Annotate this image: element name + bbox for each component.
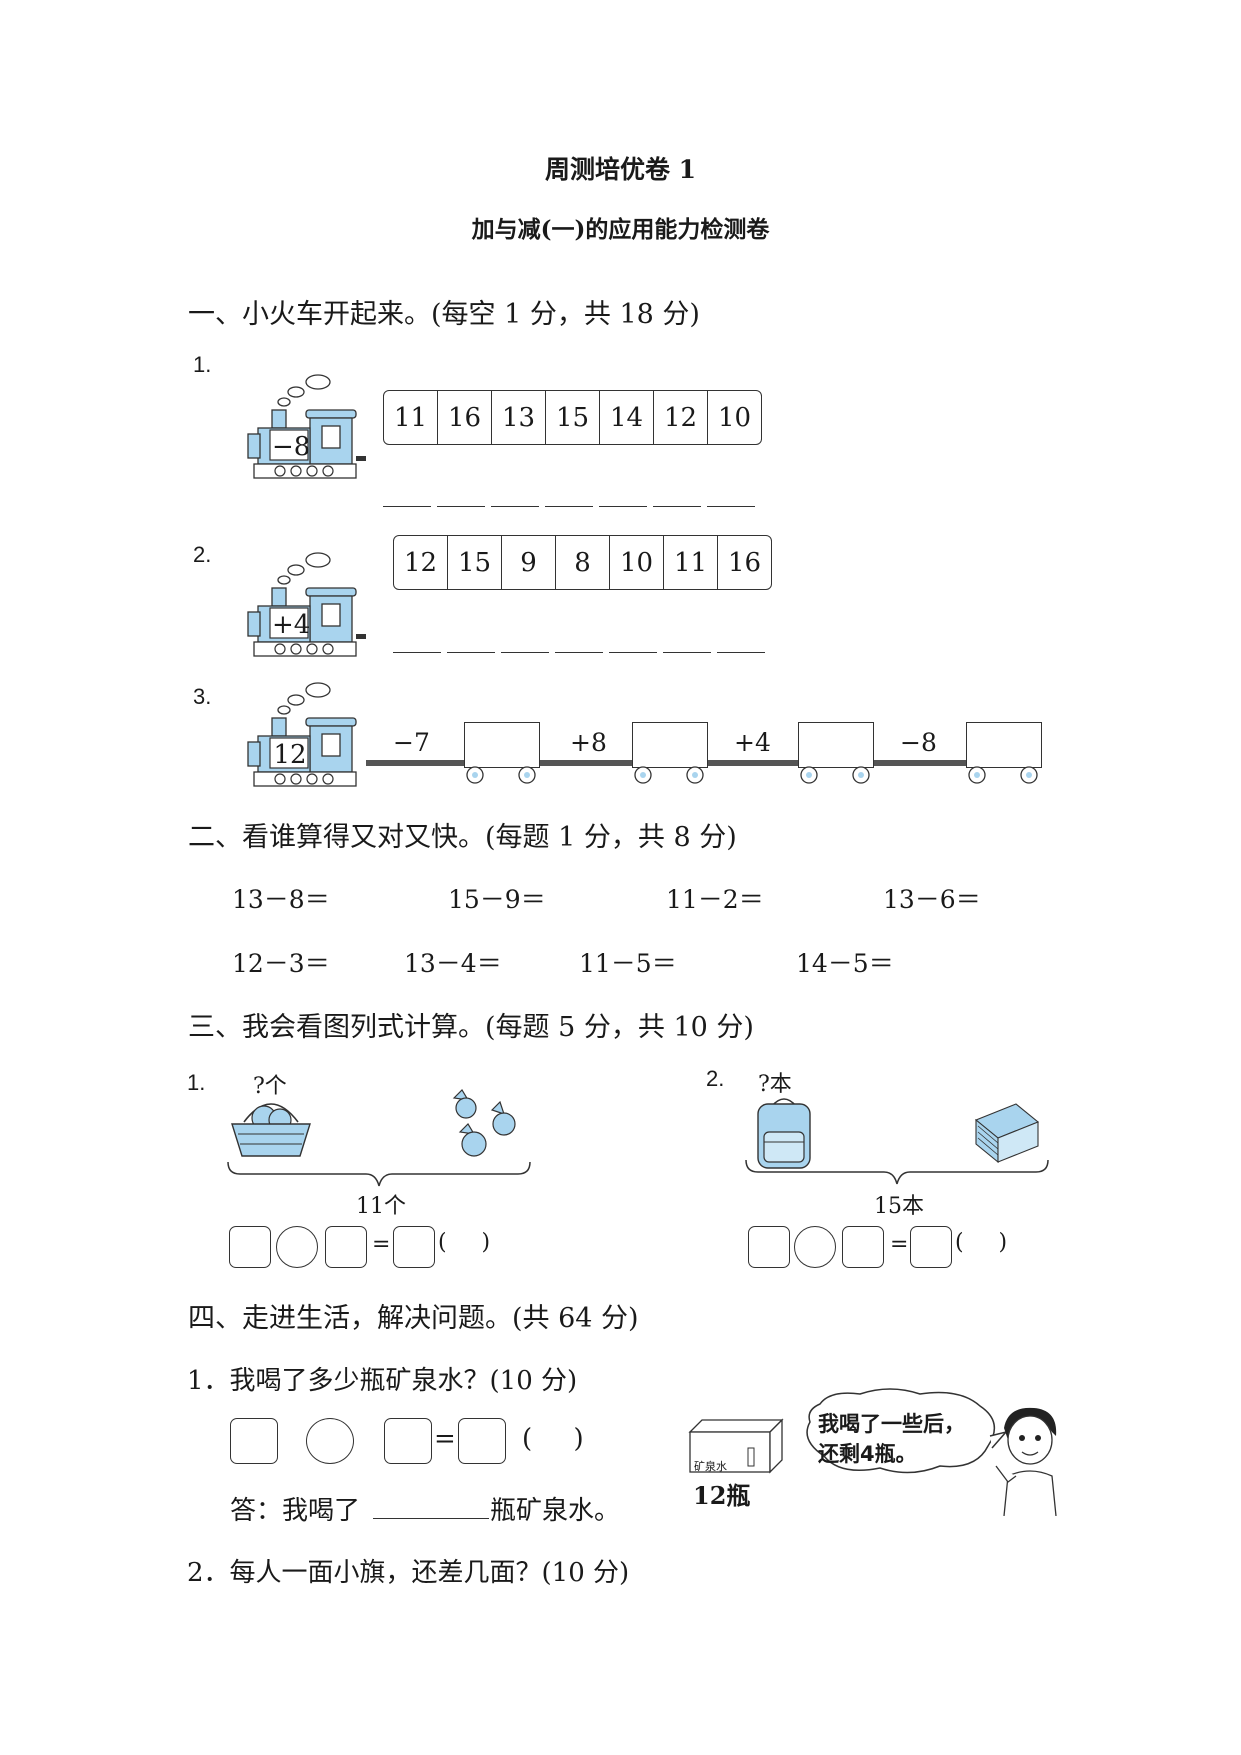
strip-cell: 16: [727, 547, 762, 578]
answer-box[interactable]: [229, 1226, 271, 1268]
answer-blank[interactable]: [373, 1518, 489, 1519]
answer-box[interactable]: [325, 1226, 367, 1268]
section-3-heading: 三、我会看图列式计算。(每题 5 分，共 10 分): [188, 1012, 754, 1043]
equation: 11－5＝: [579, 949, 677, 978]
strip-cell: 10: [717, 402, 752, 433]
step-operator-4: −8: [900, 728, 937, 757]
section-1-heading: 一、小火车开起来。(每空 1 分，共 18 分): [188, 299, 700, 330]
strip-cell: 12: [394, 536, 448, 589]
equation: 15－9＝: [448, 885, 546, 914]
answer-box[interactable]: [458, 1418, 506, 1464]
item-1-label: 1.: [193, 352, 212, 377]
books-icon: [972, 1100, 1042, 1170]
water-box-icon: [686, 1418, 786, 1478]
question-1-text: 1．我喝了多少瓶矿泉水？(10 分): [187, 1366, 578, 1396]
basket-icon: [226, 1092, 316, 1166]
speech-line-2: 还剩4瓶。: [818, 1442, 917, 1466]
answer-box[interactable]: [910, 1226, 952, 1268]
unit-paren[interactable]: ( ): [955, 1230, 1008, 1255]
strip-cell: 12: [654, 391, 708, 444]
strip-cell: 11: [384, 391, 438, 444]
answer-carriage[interactable]: [632, 722, 708, 768]
strip-cell: 15: [448, 536, 502, 589]
strip-cell: 10: [610, 536, 664, 589]
page-title: 周测培优卷 1: [544, 155, 697, 184]
step-operator-2: +8: [570, 728, 607, 757]
total-label: 15本: [874, 1194, 924, 1219]
radish-icon: [448, 1088, 528, 1172]
unit-paren[interactable]: ( ): [438, 1230, 491, 1255]
train-icon: [246, 370, 376, 484]
strip-cell: 15: [546, 391, 600, 444]
answer-suffix: 瓶矿泉水。: [490, 1496, 621, 1526]
operator-circle[interactable]: [794, 1226, 836, 1268]
answer-box[interactable]: [842, 1226, 884, 1268]
wheels-icon: [462, 764, 1062, 790]
answer-box[interactable]: [384, 1418, 432, 1464]
section-2-heading: 二、看谁算得又对又快。(每题 1 分，共 8 分): [188, 822, 737, 853]
answer-carriage[interactable]: [966, 722, 1042, 768]
equation: 12－3＝: [232, 949, 330, 978]
operator-circle[interactable]: [276, 1226, 318, 1268]
step-operator-1: −7: [393, 728, 430, 757]
question-2-text: 2．每人一面小旗，还差几面？(10 分): [187, 1558, 630, 1588]
operator-circle[interactable]: [306, 1418, 354, 1464]
train-2-operator: +4: [272, 610, 311, 640]
question-label: ?个: [253, 1074, 287, 1099]
equation: 14－5＝: [796, 949, 894, 978]
train-3-start: 12: [273, 740, 307, 770]
boy-icon: [995, 1407, 1057, 1516]
strip-cell: 14: [600, 391, 654, 444]
answer-carriage[interactable]: [464, 722, 540, 768]
total-label: 11个: [356, 1194, 406, 1219]
equation: 13－4＝: [404, 949, 502, 978]
question-label: ?本: [758, 1072, 792, 1097]
answer-box[interactable]: [393, 1226, 435, 1268]
backpack-icon: [750, 1092, 818, 1176]
train-icon: [246, 678, 376, 792]
answer-box[interactable]: [230, 1418, 278, 1464]
strip-cell: 8: [556, 536, 610, 589]
answer-carriage[interactable]: [798, 722, 874, 768]
picture-problem-1-label: 1.: [187, 1070, 206, 1095]
speech-line-1: 我喝了一些后，: [818, 1412, 965, 1436]
page-subtitle: 加与减(一)的应用能力检测卷: [471, 216, 770, 243]
strip-cell: 9: [502, 536, 556, 589]
item-2-label: 2.: [193, 542, 212, 567]
total-brace: [227, 1161, 531, 1187]
number-strip-1: 11 16 13 15 14 12 10: [383, 390, 762, 445]
unit-paren[interactable]: ( ): [522, 1424, 584, 1454]
strip-cell: 13: [492, 391, 546, 444]
answer-blanks-1[interactable]: [383, 506, 755, 507]
water-box-count: 12瓶: [693, 1481, 751, 1510]
train-1-operator: −8: [272, 432, 311, 462]
equation: 11－2＝: [666, 885, 764, 914]
total-brace: [745, 1159, 1049, 1185]
section-4-heading: 四、走进生活，解决问题。(共 64 分): [188, 1303, 639, 1334]
step-operator-3: +4: [734, 728, 771, 757]
equals-sign: =: [890, 1232, 909, 1257]
item-3-label: 3.: [193, 684, 212, 709]
equals-sign: =: [372, 1232, 391, 1257]
equals-sign: =: [434, 1424, 456, 1454]
answer-prefix: 答：我喝了: [230, 1496, 361, 1526]
water-box-label: 矿泉水: [694, 1460, 727, 1473]
speech-bubble-icon: [806, 1388, 1009, 1474]
strip-cell: 16: [438, 391, 492, 444]
answer-box[interactable]: [748, 1226, 790, 1268]
train-icon: [246, 548, 376, 662]
answer-blanks-2[interactable]: [393, 652, 765, 653]
strip-cell: 11: [664, 536, 718, 589]
number-strip-2: 12 15 9 8 10 11 16: [393, 535, 772, 590]
equation: 13－8＝: [232, 885, 330, 914]
picture-problem-2-label: 2.: [706, 1066, 725, 1091]
equation: 13－6＝: [883, 885, 981, 914]
